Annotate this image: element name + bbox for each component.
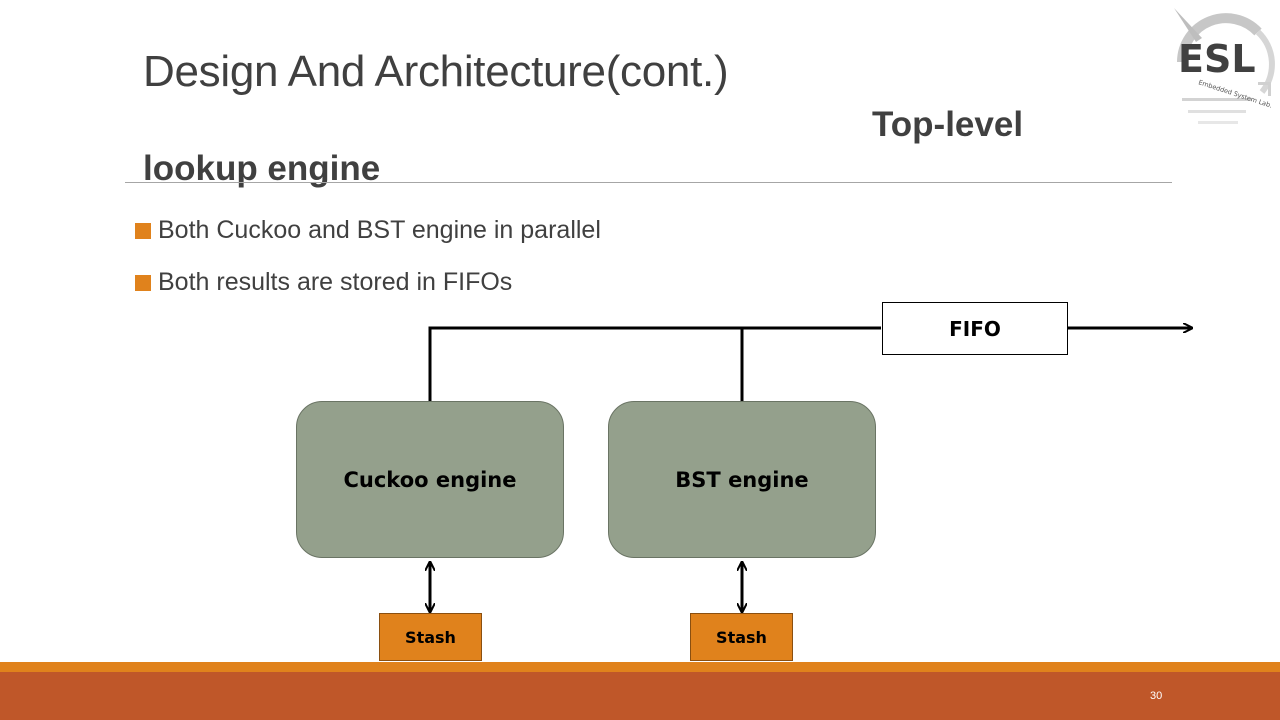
stash-right-block: Stash: [690, 613, 793, 661]
footer-bar: [0, 672, 1280, 720]
cuckoo-to-fifo-line: [428, 326, 881, 401]
square-bullet-icon: [135, 275, 151, 291]
subtitle-line-1: Top-level: [872, 105, 1024, 144]
fifo-label: FIFO: [949, 316, 1001, 341]
stash-left-block: Stash: [379, 613, 482, 661]
subtitle-line-2: lookup engine: [143, 149, 381, 188]
fifo-block: FIFO: [882, 302, 1068, 355]
footer-accent-strip: [0, 662, 1280, 672]
stash-left-label: Stash: [405, 627, 456, 647]
bst-engine-block: BST engine: [608, 401, 876, 558]
square-bullet-icon: [135, 223, 151, 239]
bullet-list: Both Cuckoo and BST engine in parallel B…: [135, 212, 601, 316]
bullet-text: Both Cuckoo and BST engine in parallel: [158, 216, 601, 244]
cuckoo-engine-block: Cuckoo engine: [296, 401, 564, 558]
stash-right-label: Stash: [716, 627, 767, 647]
slide-title: Design And Architecture(cont.): [143, 47, 729, 96]
bullet-text: Both results are stored in FIFOs: [158, 268, 513, 296]
page-number: 30: [1150, 690, 1163, 702]
cuckoo-engine-label: Cuckoo engine: [343, 467, 517, 492]
bullet-item: Both Cuckoo and BST engine in parallel: [135, 212, 601, 264]
esl-logo: ESL Embedded System Lab.: [1174, 8, 1275, 124]
title-divider: [125, 182, 1172, 183]
bst-engine-label: BST engine: [675, 467, 809, 492]
bullet-item: Both results are stored in FIFOs: [135, 264, 601, 316]
logo-text: ESL: [1178, 37, 1256, 81]
